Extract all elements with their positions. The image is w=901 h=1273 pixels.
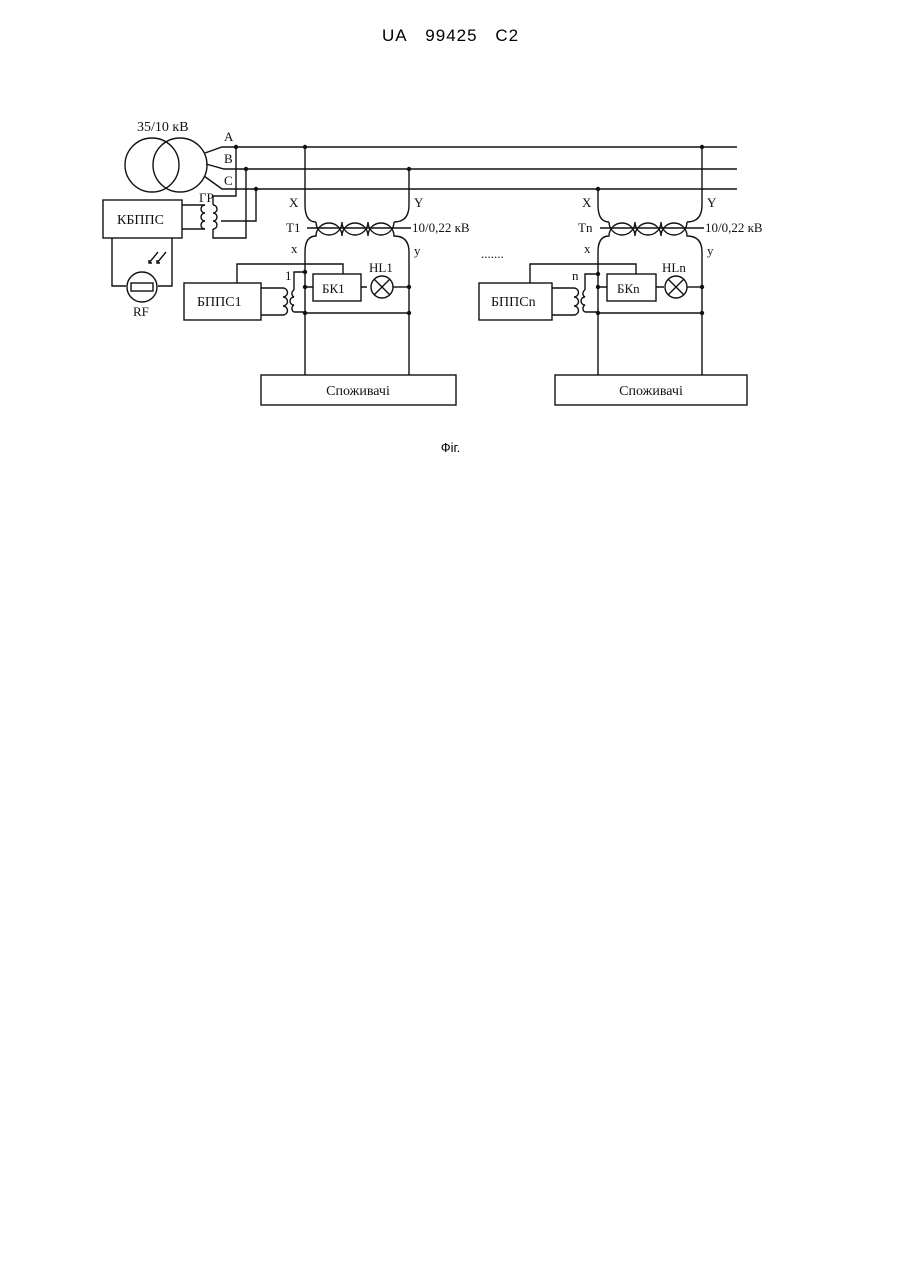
sn-primary-x: X xyxy=(582,195,592,210)
hln-lamp-cross xyxy=(668,279,684,295)
rf-loop xyxy=(112,238,172,286)
s1-block-label: БППС1 xyxy=(197,295,242,310)
couplingn-coil-right xyxy=(581,290,585,312)
s1-lamp-label: HL1 xyxy=(369,260,393,275)
light-arrows-icon xyxy=(149,252,166,263)
sn-secondary-x: x xyxy=(584,241,591,256)
s1-bk-label: БК1 xyxy=(322,281,345,296)
gr-secondary-coil xyxy=(213,205,217,229)
gr-label: ГР xyxy=(199,190,214,205)
s1-transformer-label: T1 xyxy=(286,220,300,235)
coupling1-wires xyxy=(261,272,305,315)
rf-element xyxy=(131,283,153,291)
main-transformer-left-coil xyxy=(125,138,179,192)
sn-lamp-label: HLn xyxy=(662,260,686,275)
figure-caption: Фіг. xyxy=(0,440,901,455)
sn-coupling-label: n xyxy=(572,268,579,283)
s1-secondary-x: x xyxy=(291,241,298,256)
rf-label: RF xyxy=(133,304,149,319)
gr-primary-coil xyxy=(201,205,205,229)
circuit-diagram: 35/10 кВ A B C ГР КБППС RF X Y T1 10/0,2… xyxy=(0,0,901,430)
phase-b-label: B xyxy=(224,151,233,166)
hl1-lamp-cross xyxy=(374,279,390,295)
sn-secondary-y: y xyxy=(707,243,714,258)
ellipsis: ....... xyxy=(481,246,504,261)
phase-a-label: A xyxy=(224,129,234,144)
phase-c-label: C xyxy=(224,173,233,188)
s1-rating: 10/0,22 кВ xyxy=(412,220,470,235)
s1-primary-y: Y xyxy=(414,195,424,210)
sn-consumers-label: Споживачі xyxy=(619,384,683,399)
main-transformer-right-coil xyxy=(153,138,207,192)
sn-transformer-label: Tn xyxy=(578,220,593,235)
sn-primary-y: Y xyxy=(707,195,717,210)
s1-coupling-label: 1 xyxy=(285,268,292,283)
sn-rating: 10/0,22 кВ xyxy=(705,220,763,235)
couplingn-coil-left xyxy=(574,288,579,315)
sn-bk-label: БКn xyxy=(617,281,640,296)
sn-block-label: БППСn xyxy=(491,295,536,310)
coupling1-coil-left xyxy=(283,288,288,315)
main-transformer-rating: 35/10 кВ xyxy=(137,120,189,135)
coupling1-coil-right xyxy=(290,290,294,312)
kbpps-label: КБППС xyxy=(117,213,164,228)
s1-secondary-y: y xyxy=(414,243,421,258)
gr-to-bus-c xyxy=(221,189,256,221)
s1-primary-x: X xyxy=(289,195,299,210)
s1-consumers-label: Споживачі xyxy=(326,384,390,399)
